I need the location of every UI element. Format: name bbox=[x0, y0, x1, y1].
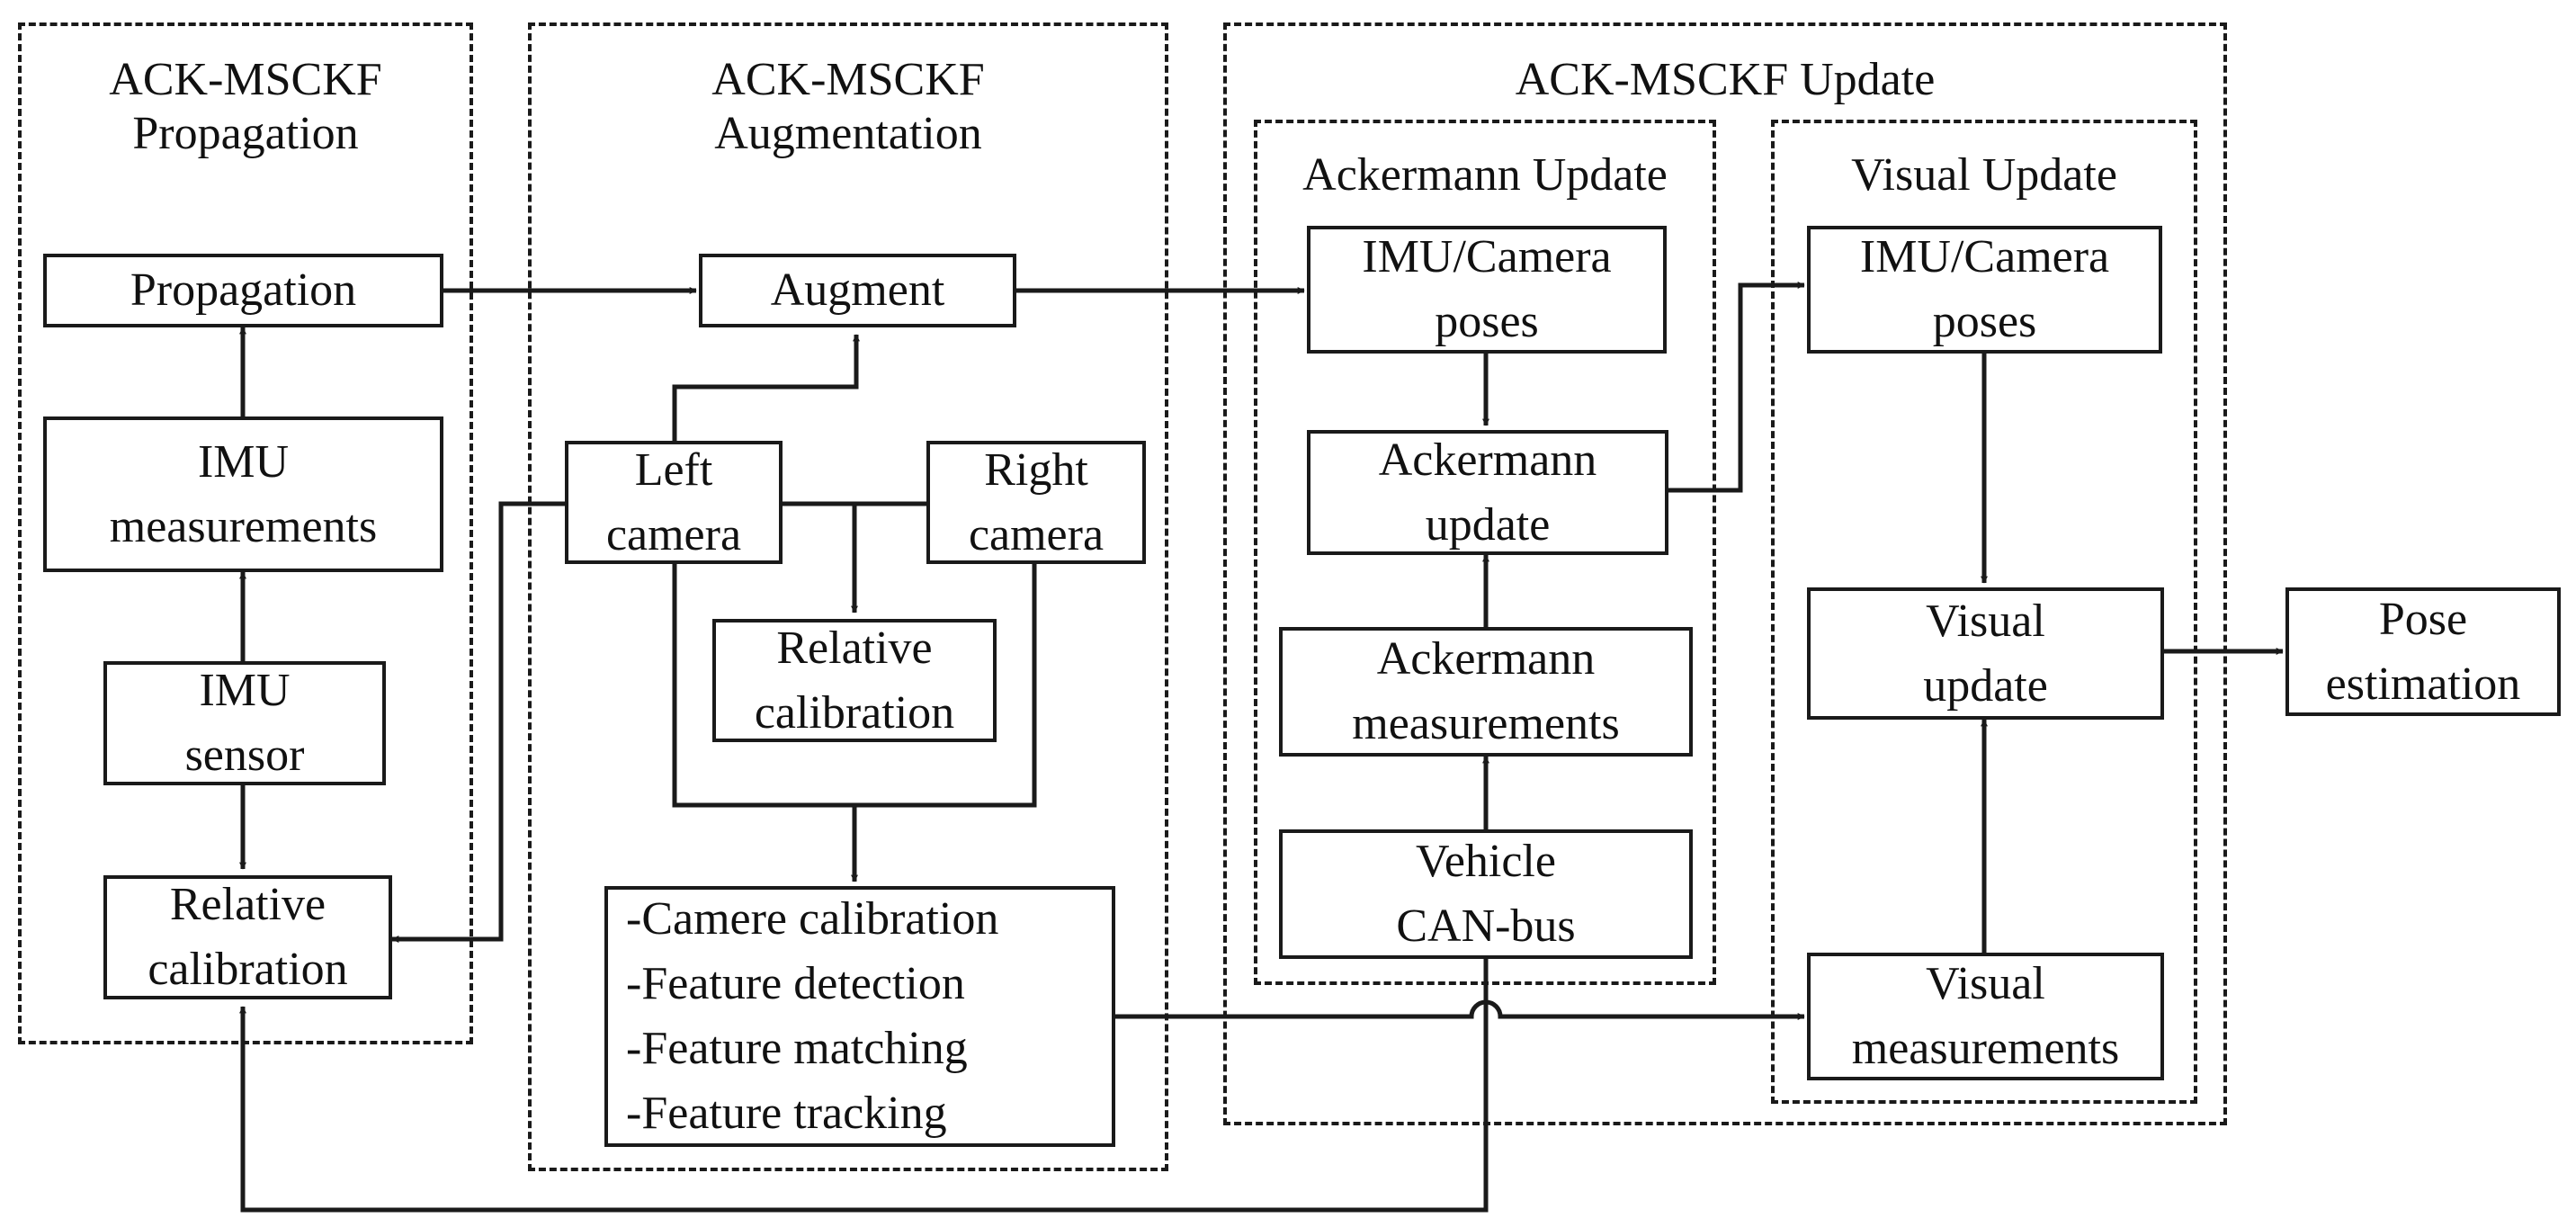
node-relative-calibration-cam: Relative calibration bbox=[712, 619, 997, 742]
group-visual-update: Visual Update bbox=[1771, 120, 2197, 1104]
node-imu-measurements: IMU measurements bbox=[43, 416, 443, 572]
group-augmentation-title: ACK-MSCKF Augmentation bbox=[711, 54, 985, 159]
arrow-ack-update-to-vis-poses bbox=[1668, 282, 1805, 493]
arrow-left-camera-to-rel-calib bbox=[391, 501, 565, 943]
group-update-title: ACK-MSCKF Update bbox=[1515, 54, 1936, 105]
node-vehicle-canbus: Vehicle CAN-bus bbox=[1279, 829, 1693, 959]
node-visual-measurements: Visual measurements bbox=[1807, 953, 2164, 1080]
group-update: ACK-MSCKF Update bbox=[1223, 22, 2227, 1125]
group-ackermann-update-title: Ackermann Update bbox=[1302, 149, 1668, 201]
node-visual-update: Visual update bbox=[1807, 587, 2164, 720]
node-pose-estimation: Pose estimation bbox=[2285, 587, 2561, 716]
arrow-frontend-to-vis-meas bbox=[1115, 999, 1805, 1020]
node-augment: Augment bbox=[699, 254, 1016, 327]
node-left-camera: Left camera bbox=[565, 441, 783, 564]
node-relative-calibration-left: Relative calibration bbox=[103, 875, 392, 999]
node-imu-sensor: IMU sensor bbox=[103, 661, 386, 785]
node-right-camera: Right camera bbox=[926, 441, 1146, 564]
arrow-left-camera-to-augment bbox=[672, 334, 860, 441]
group-propagation-title: ACK-MSCKF Propagation bbox=[109, 54, 382, 159]
node-propagation: Propagation bbox=[43, 254, 443, 327]
node-frontend-tasks: -Camere calibration -Feature detection -… bbox=[604, 886, 1115, 1147]
group-propagation: ACK-MSCKF Propagation bbox=[18, 22, 473, 1044]
node-ack-imu-camera-poses: IMU/Camera poses bbox=[1307, 226, 1667, 354]
node-vis-imu-camera-poses: IMU/Camera poses bbox=[1807, 226, 2162, 354]
group-augmentation: ACK-MSCKF Augmentation bbox=[528, 22, 1168, 1171]
node-ackermann-update: Ackermann update bbox=[1307, 430, 1668, 555]
group-visual-update-title: Visual Update bbox=[1851, 149, 2117, 201]
arrow-canbus-to-rel-calib bbox=[239, 959, 1489, 1213]
node-ackermann-measurements: Ackermann measurements bbox=[1279, 627, 1693, 757]
